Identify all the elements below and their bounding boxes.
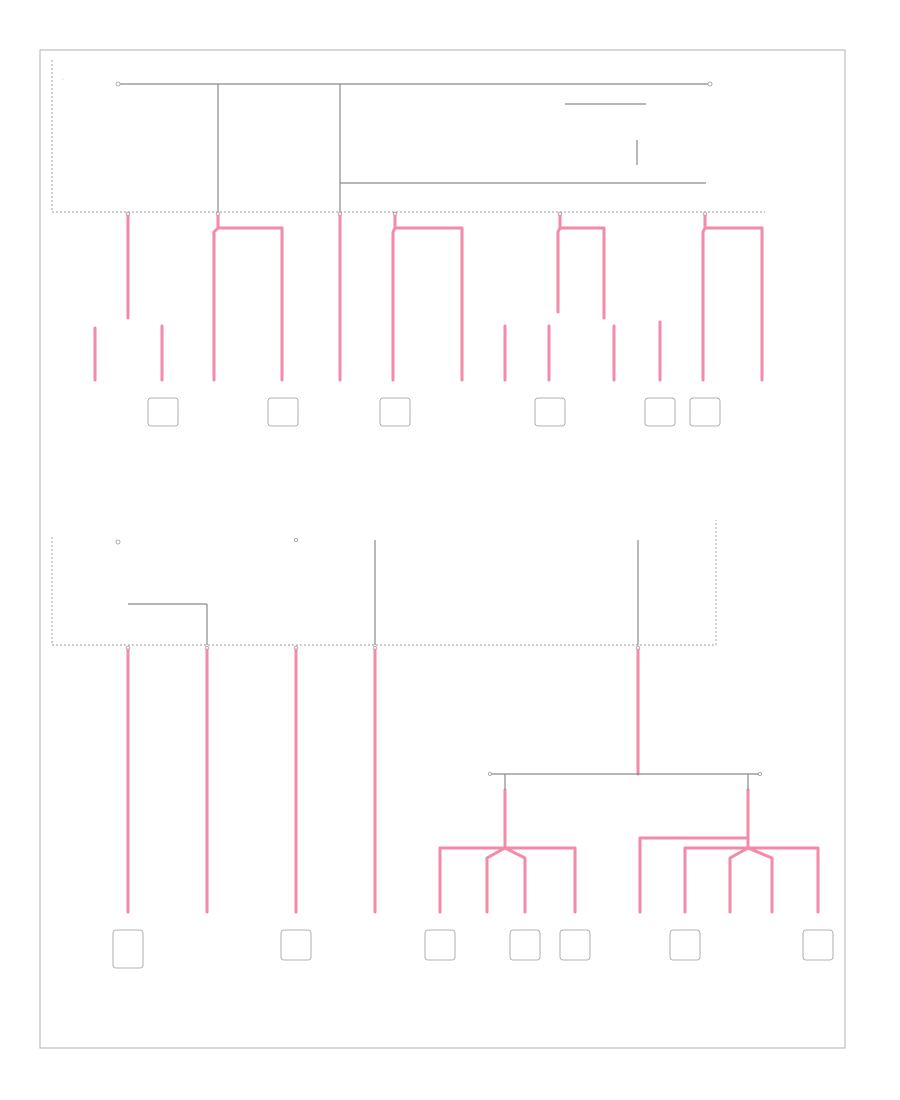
fuse-block-label-upper: • bbox=[62, 77, 64, 81]
lower-splitter-bus bbox=[488, 772, 762, 790]
lower-connector-markers bbox=[125, 645, 641, 651]
upper-power-wires bbox=[93, 214, 764, 382]
lower-fuse-block bbox=[51, 520, 717, 646]
lower-components bbox=[112, 929, 834, 969]
upper-fuse-block: • bbox=[51, 60, 765, 213]
upper-connector-markers bbox=[125, 211, 708, 217]
lower-power-wires bbox=[126, 648, 820, 914]
diagram-frame bbox=[39, 49, 846, 1049]
upper-components bbox=[147, 397, 721, 427]
